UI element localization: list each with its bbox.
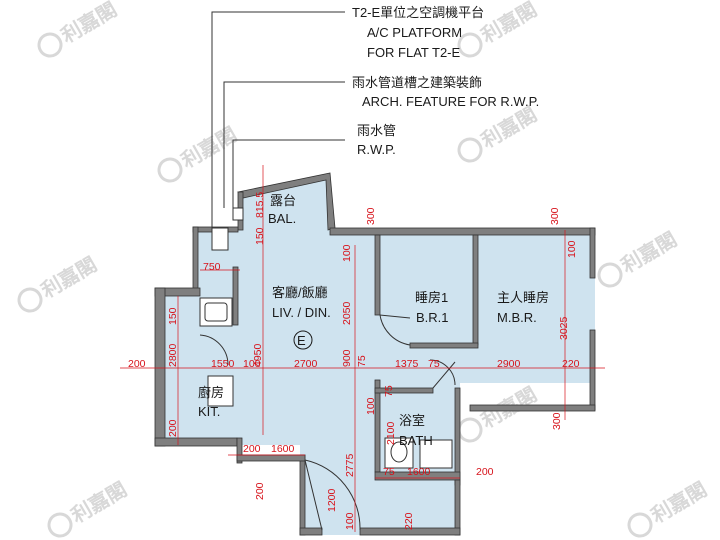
dim-label: 2900 [497, 358, 521, 370]
dim-label: 2100 [385, 421, 397, 445]
dim-label: 200 [128, 358, 146, 370]
callout-ac-platform-zh: T2-E單位之空調機平台 [352, 5, 484, 20]
watermark-logo-icon: 利嘉閣 [627, 477, 711, 538]
dim-label: 815.5 [254, 192, 266, 218]
dim-label: 75 [428, 358, 440, 370]
dim-label: 300 [365, 207, 377, 225]
room-bedroom1-zh: 睡房1 [415, 290, 448, 305]
watermark-text: 利嘉閣 [617, 227, 681, 278]
callout-rwp-en: R.W.P. [357, 142, 396, 157]
rwp-icon [232, 207, 244, 221]
dim-label: 1600 [271, 443, 295, 455]
dim-label: 3025 [558, 316, 570, 340]
watermark-text: 利嘉閣 [67, 477, 131, 528]
watermark-text: 利嘉閣 [177, 122, 241, 173]
room-master-bedroom-en: M.B.R. [497, 310, 537, 325]
callout-leaders [211, 11, 345, 228]
watermark-text: 利嘉閣 [477, 0, 541, 48]
dim-label: 100 [341, 244, 353, 262]
room-master-bedroom-zh: 主人睡房 [497, 290, 549, 305]
dim-label: 220 [562, 358, 580, 370]
dim-label: 2700 [294, 358, 318, 370]
callout-arch-feature-en: ARCH. FEATURE FOR R.W.P. [362, 94, 539, 109]
room-bath-zh: 浴室 [399, 413, 425, 428]
dim-label: 100 [566, 240, 578, 258]
dim-label: 1550 [211, 358, 235, 370]
room-labels: 露台 BAL. 客廳/飯廳 LIV. / DIN. 睡房1 B.R.1 主人睡房… [198, 193, 549, 448]
watermark-logo-icon: 利嘉閣 [47, 477, 131, 538]
watermark-logo-icon: 利嘉閣 [457, 382, 541, 443]
dim-label: 100 [365, 397, 377, 415]
kitchen-sink-basin-icon [204, 302, 228, 322]
watermark-logo-icon: 利嘉閣 [457, 102, 541, 163]
room-bath-en: BATH [399, 433, 433, 448]
room-living-zh: 客廳/飯廳 [272, 285, 328, 300]
stove-icon [207, 375, 234, 407]
watermark-logo-icon: 利嘉閣 [157, 122, 241, 183]
room-kitchen-zh: 廚房 [198, 385, 224, 400]
dim-label: 75 [356, 355, 368, 367]
dim-label: 100 [243, 358, 261, 370]
dim-label: 1600 [407, 466, 431, 478]
dim-label: 1200 [326, 488, 338, 512]
room-balcony-zh: 露台 [270, 193, 296, 208]
walls [154, 172, 596, 536]
dim-label: 200 [243, 443, 261, 455]
dim-label: 900 [341, 349, 353, 367]
callout-rwp-zh: 雨水管 [357, 123, 396, 138]
entrance-marker-label: E [297, 333, 306, 348]
room-bedroom1-en: B.R.1 [416, 310, 449, 325]
watermark-logo-icon: 利嘉閣 [37, 0, 121, 58]
ac-platform-icon [211, 227, 229, 251]
dim-label: 200 [167, 419, 179, 437]
fixtures [199, 207, 453, 469]
watermark-text: 利嘉閣 [477, 102, 541, 153]
basin-icon [419, 439, 453, 469]
doors [199, 314, 456, 531]
dim-label: 300 [551, 412, 563, 430]
dim-label: 150 [254, 227, 266, 245]
dim-label: 75 [383, 466, 395, 478]
toilet-bowl-icon [390, 441, 408, 463]
dim-label: 2775 [344, 453, 356, 477]
dim-label: 750 [203, 261, 221, 273]
dim-label: 4950 [252, 343, 264, 367]
dim-label: 75 [383, 385, 395, 397]
watermark-text: 利嘉閣 [647, 477, 711, 528]
dim-label: 300 [549, 207, 561, 225]
dim-label: 150 [167, 307, 179, 325]
watermark-text: 利嘉閣 [37, 252, 101, 303]
dimension-labels: 815.5 150 300 100 300 750 2050 100 3025 … [128, 192, 580, 530]
callout-ac-platform-en-2: FOR FLAT T2-E [367, 45, 461, 60]
dimension-lines [120, 165, 605, 532]
room-balcony-en: BAL. [268, 211, 296, 226]
room-living-en: LIV. / DIN. [272, 305, 331, 320]
callouts: T2-E單位之空調機平台 A/C PLATFORM FOR FLAT T2-E … [352, 5, 539, 157]
watermark-logo-icon: 利嘉閣 [17, 252, 101, 313]
watermark-logo-icon: 利嘉閣 [597, 227, 681, 288]
dim-label: 2800 [167, 343, 179, 367]
callout-arch-feature-zh: 雨水管道槽之建築裝飾 [352, 75, 482, 90]
dim-label: 1375 [395, 358, 419, 370]
dim-label: 220 [403, 512, 415, 530]
dim-label: 200 [254, 482, 266, 500]
dim-label: 2050 [341, 301, 353, 325]
dim-label: 100 [344, 512, 356, 530]
room-kitchen-en: KIT. [198, 404, 220, 419]
callout-ac-platform-en-1: A/C PLATFORM [367, 25, 462, 40]
watermark-text: 利嘉閣 [57, 0, 121, 48]
dim-label: 200 [476, 466, 494, 478]
entrance-marker: E [293, 330, 313, 350]
